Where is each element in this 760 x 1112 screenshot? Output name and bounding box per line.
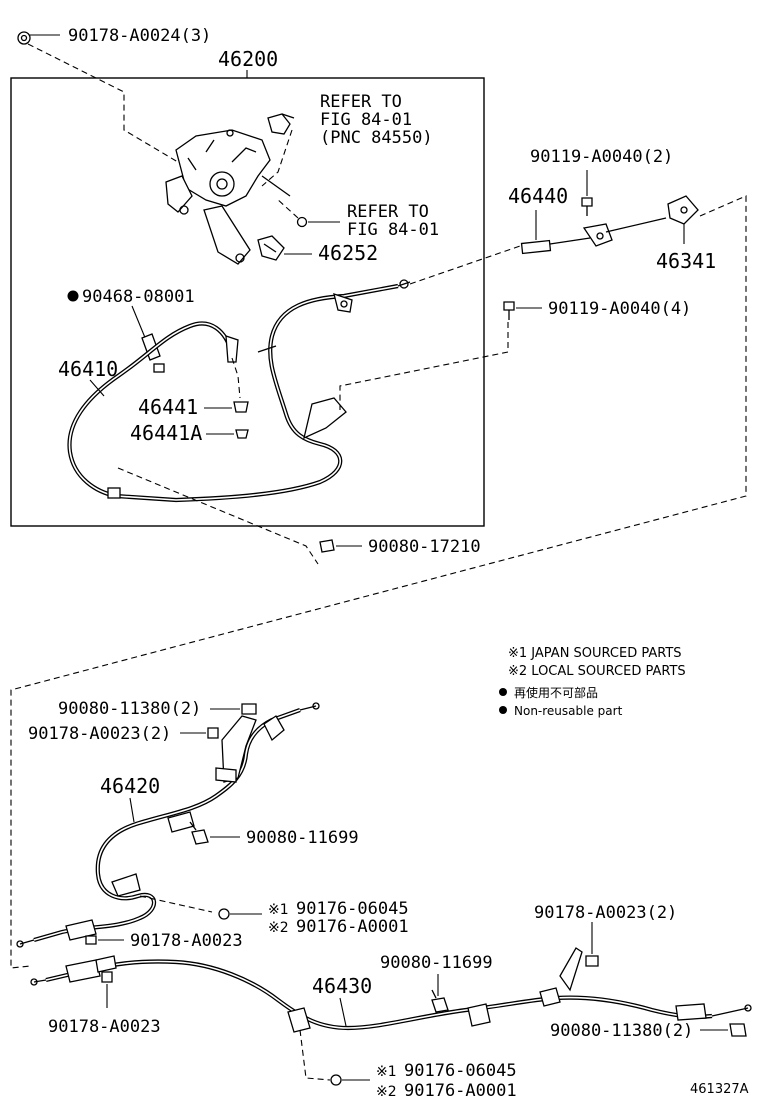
label-90176-a0001-a: 90176-A0001 xyxy=(296,917,409,937)
label-46430: 46430 xyxy=(312,974,372,998)
bolt-icon xyxy=(431,989,449,1013)
nut-icon xyxy=(101,971,113,983)
label-90176-06045-a: 90176-06045 xyxy=(296,899,409,919)
label-46441a: 46441A xyxy=(130,421,202,445)
clip-icon xyxy=(267,113,295,135)
bracket-46341-icon xyxy=(667,195,699,225)
grommet-46441-icon xyxy=(233,401,249,413)
refer2-line1: REFER TO xyxy=(347,202,429,222)
nut-icon xyxy=(17,31,31,45)
label-90178-a0023-c: 90178-A0023 xyxy=(48,1017,161,1037)
legend-japan: ※1 JAPAN SOURCED PARTS xyxy=(508,646,682,661)
grommet-46441a-icon xyxy=(235,429,249,439)
label-46440: 46440 xyxy=(508,184,568,208)
refer2-line2: FIG 84-01 xyxy=(347,220,439,240)
legend-local: ※2 LOCAL SOURCED PARTS xyxy=(508,664,686,679)
nut-icon xyxy=(585,955,599,967)
label-90178-a0024: 90178-A0024(3) xyxy=(68,26,211,46)
nonreusable-mark-icon xyxy=(499,706,507,714)
parking-brake-lever-icon xyxy=(165,129,291,265)
cable-46430-icon xyxy=(30,947,752,1033)
bolt-icon xyxy=(189,821,209,845)
bolt-icon xyxy=(581,197,593,216)
nut-icon xyxy=(85,935,97,945)
label-90176-06045-b: 90176-06045 xyxy=(404,1061,517,1081)
label-46252: 46252 xyxy=(318,241,378,265)
label-90176-a0001-b: 90176-A0001 xyxy=(404,1081,517,1101)
label-90080-17210: 90080-17210 xyxy=(368,537,481,557)
label-90080-11699-b: 90080-11699 xyxy=(380,953,493,973)
label-90119-a0040-2: 90119-A0040(2) xyxy=(530,147,673,167)
label-90178-a0023-b: 90178-A0023 xyxy=(130,931,243,951)
refer1-line3: (PNC 84550) xyxy=(320,128,433,148)
label-46341: 46341 xyxy=(656,249,716,273)
nonreusable-mark-icon xyxy=(499,688,507,696)
legend-nonreuse-en: Non-reusable part xyxy=(514,704,623,718)
label-46200: 46200 xyxy=(218,47,278,71)
label-90178-a0023-d: 90178-A0023(2) xyxy=(534,903,677,923)
nut-icon xyxy=(207,727,219,739)
label-46410: 46410 xyxy=(58,357,118,381)
label-90468-08001: 90468-08001 xyxy=(82,287,195,307)
refer1-line2: FIG 84-01 xyxy=(320,110,412,130)
cable-46410-icon xyxy=(67,279,411,503)
label-90080-11380-b: 90080-11380(2) xyxy=(550,1021,693,1041)
bracket-46252-icon xyxy=(257,235,285,261)
label-46441: 46441 xyxy=(138,395,198,419)
mark1-a: ※1 xyxy=(268,902,289,918)
mark2-a: ※2 xyxy=(268,920,289,936)
cable-46420-icon xyxy=(16,702,320,948)
legend-nonreuse-jp: 再使用不可部品 xyxy=(514,685,598,700)
bolt-icon xyxy=(241,703,257,715)
label-46420: 46420 xyxy=(100,774,160,798)
bolt-icon xyxy=(503,301,515,320)
figure-id: 461327A xyxy=(690,1082,749,1097)
refer1-line1: REFER TO xyxy=(320,92,402,112)
mark1-b: ※1 xyxy=(376,1064,397,1080)
nut-icon xyxy=(330,1074,342,1086)
label-90119-a0040-4: 90119-A0040(4) xyxy=(548,299,691,319)
label-90080-11699-a: 90080-11699 xyxy=(246,828,359,848)
bolt-icon xyxy=(729,1023,747,1037)
equalizer-46440-icon xyxy=(520,217,667,255)
small-nut-icon xyxy=(296,216,308,228)
label-90178-a0023-a: 90178-A0023(2) xyxy=(28,724,171,744)
clip-90080-17210-icon xyxy=(319,539,335,553)
label-90080-11380-a: 90080-11380(2) xyxy=(58,699,201,719)
nonreusable-mark-icon xyxy=(67,290,79,302)
nut-icon xyxy=(218,908,230,920)
mark2-b: ※2 xyxy=(376,1084,397,1100)
